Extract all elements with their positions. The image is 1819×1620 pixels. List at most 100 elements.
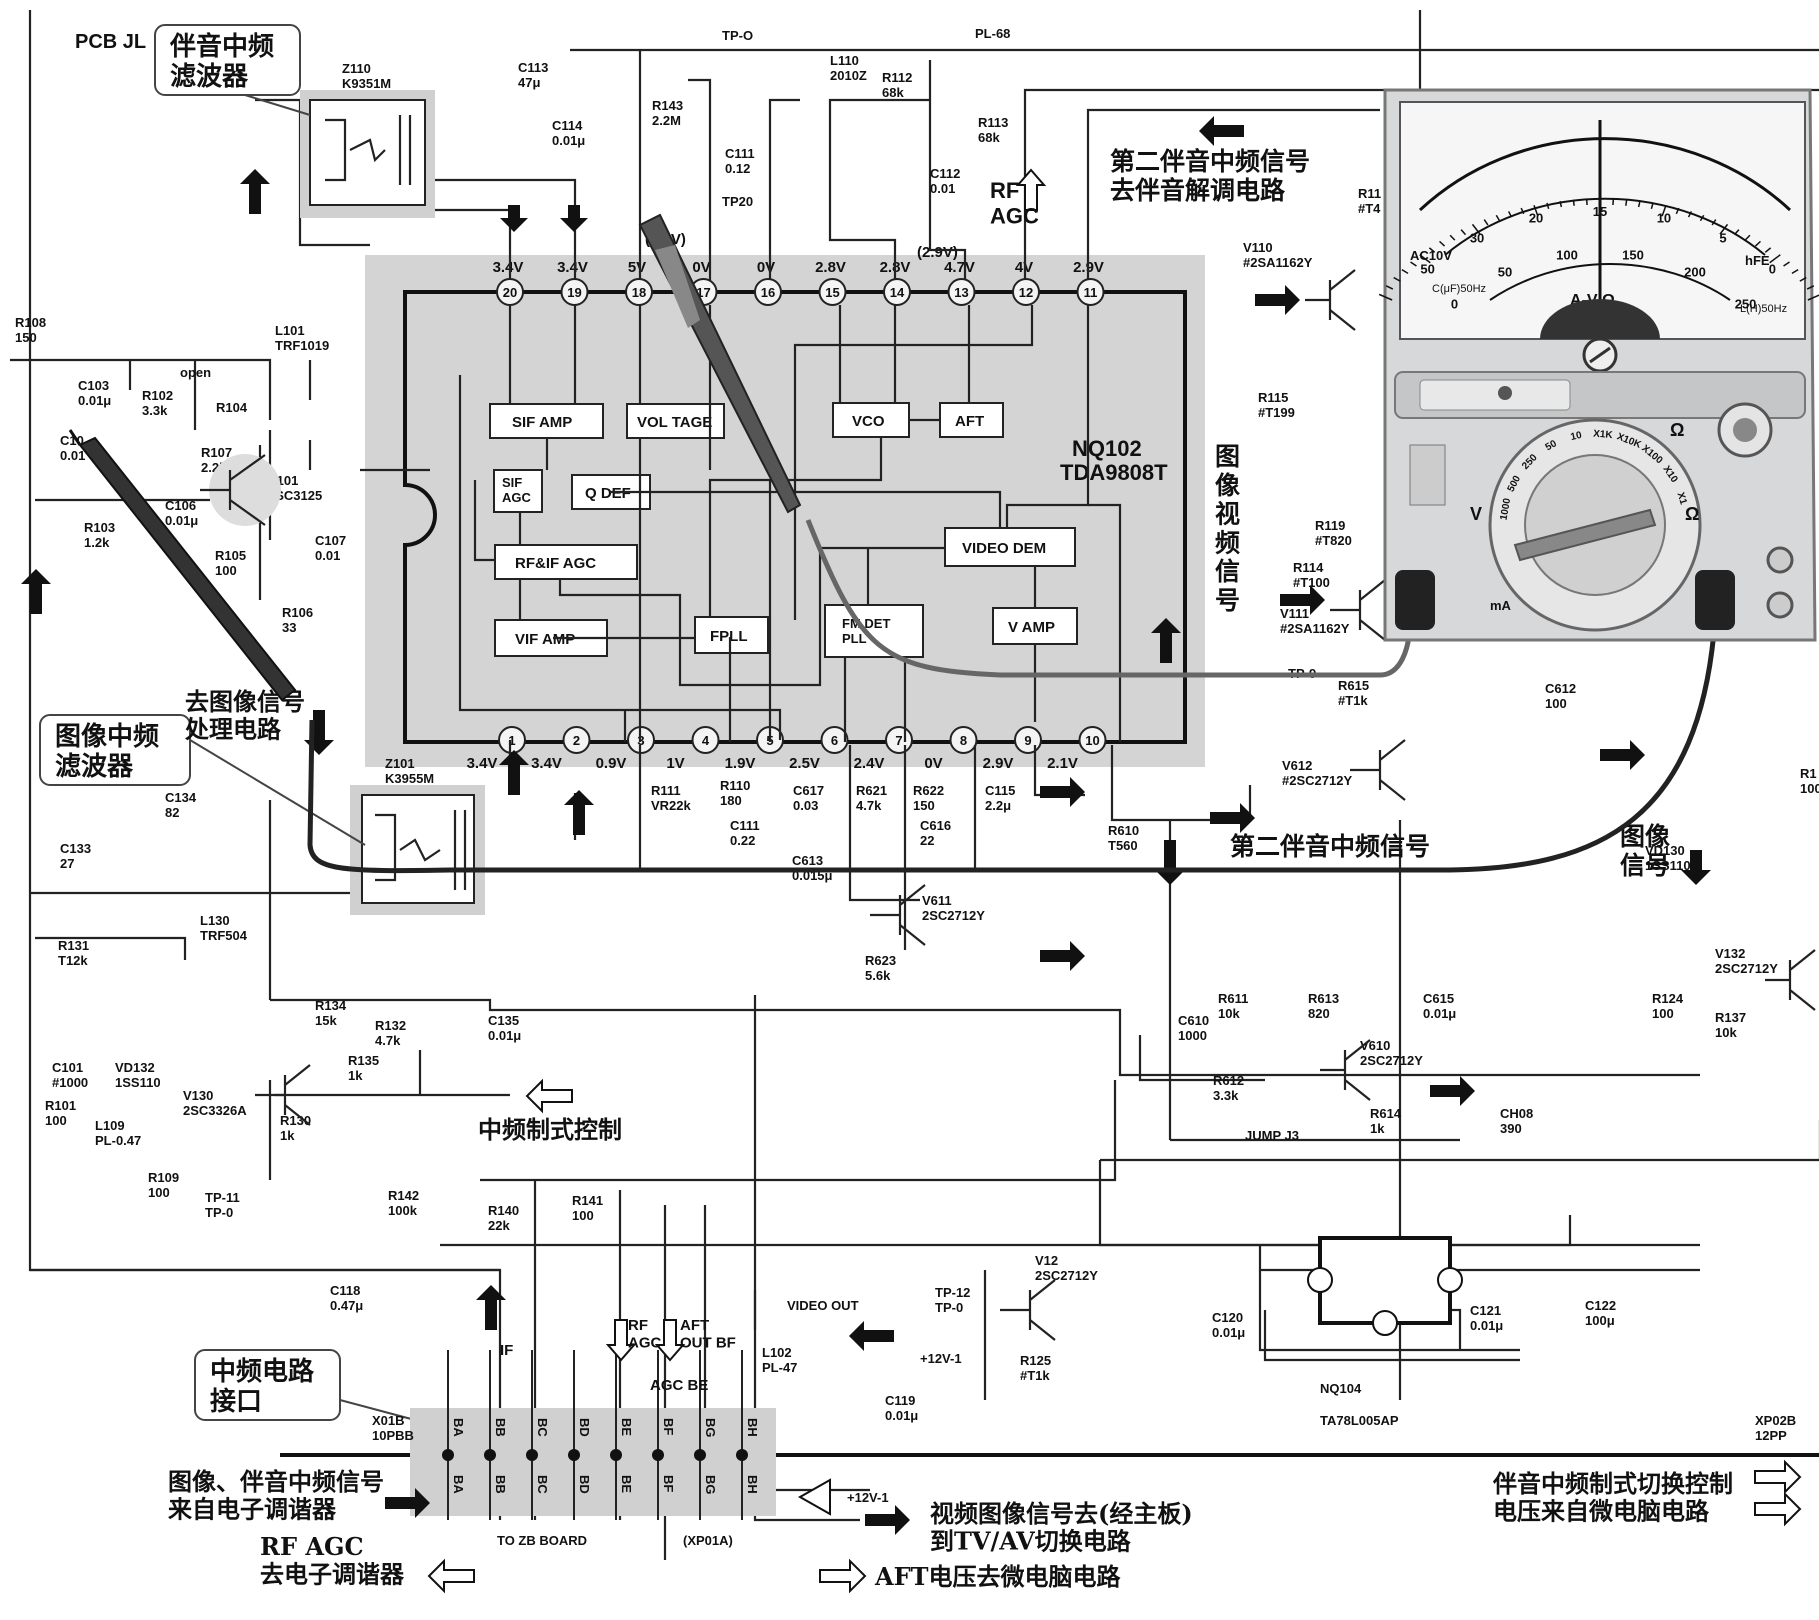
ic-pin-10-number: 10 bbox=[1085, 733, 1099, 748]
meter-top-scale-label: 20 bbox=[1529, 211, 1543, 226]
meter-mid-scale-label: 100 bbox=[1556, 248, 1578, 263]
ic-pin-19-voltage: 3.4V bbox=[557, 259, 588, 276]
ic-pin-14-number: 14 bbox=[890, 285, 905, 300]
meter-hfe-label: hFE bbox=[1745, 253, 1770, 268]
label-jump: JUMP J3 bbox=[1245, 1128, 1299, 1143]
connector-pin-BG bbox=[694, 1449, 706, 1461]
buffer-triangle bbox=[800, 1480, 830, 1514]
signal-agc-be: AGC BE bbox=[650, 1377, 708, 1394]
probe-jack-left[interactable] bbox=[1395, 570, 1435, 630]
meter-top-scale-label: 50 bbox=[1420, 262, 1434, 277]
meter-top-scale-label: 5 bbox=[1719, 230, 1726, 245]
signal-if: IF bbox=[500, 1342, 513, 1359]
ic-pin-17-voltage: 0V bbox=[692, 259, 710, 276]
ic-ref: NQ102 bbox=[1072, 436, 1142, 461]
ic-pin-9-number: 9 bbox=[1024, 733, 1031, 748]
block-fpll-label: FPLL bbox=[710, 628, 748, 645]
meter-acv-label: AC10V bbox=[1410, 248, 1452, 263]
annotation-input-from-tuner: 图像、伴音中频信号来自电子调谐器 bbox=[168, 1467, 384, 1524]
z110-body bbox=[310, 100, 425, 205]
callout-if-interface: 中频电路接口 bbox=[195, 1350, 415, 1420]
block-v-amp-label: V AMP bbox=[1008, 619, 1055, 636]
ic-part: TDA9808T bbox=[1060, 460, 1168, 485]
ic-pin-7-voltage: 2.4V bbox=[854, 755, 885, 772]
connector-pin-BH bbox=[736, 1449, 748, 1461]
connector-pin-bottom-label: BD bbox=[577, 1475, 592, 1494]
transistor-socket[interactable] bbox=[1410, 445, 1445, 505]
connector-pin-top-label: BC bbox=[535, 1418, 550, 1437]
annotation-if-system-control: 中频制式控制 bbox=[478, 1115, 622, 1144]
label-r104: R104 bbox=[216, 400, 248, 415]
ic-pin-2-number: 2 bbox=[573, 733, 580, 748]
connector-pin-BB bbox=[484, 1449, 496, 1461]
aux-jack-2[interactable] bbox=[1768, 593, 1792, 617]
ic-pin-9-voltage: 2.9V bbox=[983, 755, 1014, 772]
meter-top-scale-label: 0 bbox=[1769, 262, 1776, 277]
label-video_out: VIDEO OUT bbox=[787, 1298, 859, 1313]
label-v612: V612#2SC2712Y bbox=[1282, 758, 1352, 788]
range-label: X1K bbox=[1593, 429, 1614, 442]
meter-battery-window bbox=[1420, 380, 1570, 410]
block-rf-if-agc-label: RF&IF AGC bbox=[515, 555, 596, 572]
block-vif-amp-label: VIF AMP bbox=[515, 631, 575, 648]
pin13-alt-voltage: (2.9V) bbox=[917, 244, 958, 261]
connector-pin-BA bbox=[442, 1449, 454, 1461]
dial-v-mark: V bbox=[1470, 504, 1482, 524]
block-voltage-label: VOL TAGE bbox=[637, 414, 712, 431]
label-pl68: PL-68 bbox=[975, 26, 1010, 41]
ic-pin-20-voltage: 3.4V bbox=[493, 259, 524, 276]
connector-pin-bottom-label: BB bbox=[493, 1475, 508, 1494]
dial-ma-mark: mA bbox=[1490, 598, 1512, 613]
ic-pin-8-voltage: 0V bbox=[924, 755, 942, 772]
callout-sound-if-filter: 伴音中频滤波器 bbox=[155, 25, 310, 115]
ic-pin-12-number: 12 bbox=[1019, 285, 1033, 300]
annotation-video-signal-vertical: 图像视频信号 bbox=[1215, 442, 1240, 615]
signal-xp01a: (XP01A) bbox=[683, 1533, 733, 1548]
label-r119: R119#T820 bbox=[1315, 518, 1352, 548]
label-r114: R114#T100 bbox=[1293, 560, 1330, 590]
block-fm-det bbox=[825, 605, 923, 657]
meter-top-scale-label: 10 bbox=[1657, 211, 1671, 226]
label-tp_o: TP-O bbox=[722, 28, 753, 43]
ic-pin-19-number: 19 bbox=[567, 285, 581, 300]
probe-jack-right[interactable] bbox=[1695, 570, 1735, 630]
aux-jack-1[interactable] bbox=[1768, 548, 1792, 572]
ic-pin-8-number: 8 bbox=[960, 733, 967, 748]
signal-plus12: +12V-1 bbox=[847, 1490, 889, 1505]
annotation-video-to-main: 视频图像信号去(经主板)到TV/AV切换电路 bbox=[930, 1499, 1193, 1556]
ic-pin-7-number: 7 bbox=[895, 733, 902, 748]
connector-pin-bottom-label: BE bbox=[619, 1475, 634, 1493]
